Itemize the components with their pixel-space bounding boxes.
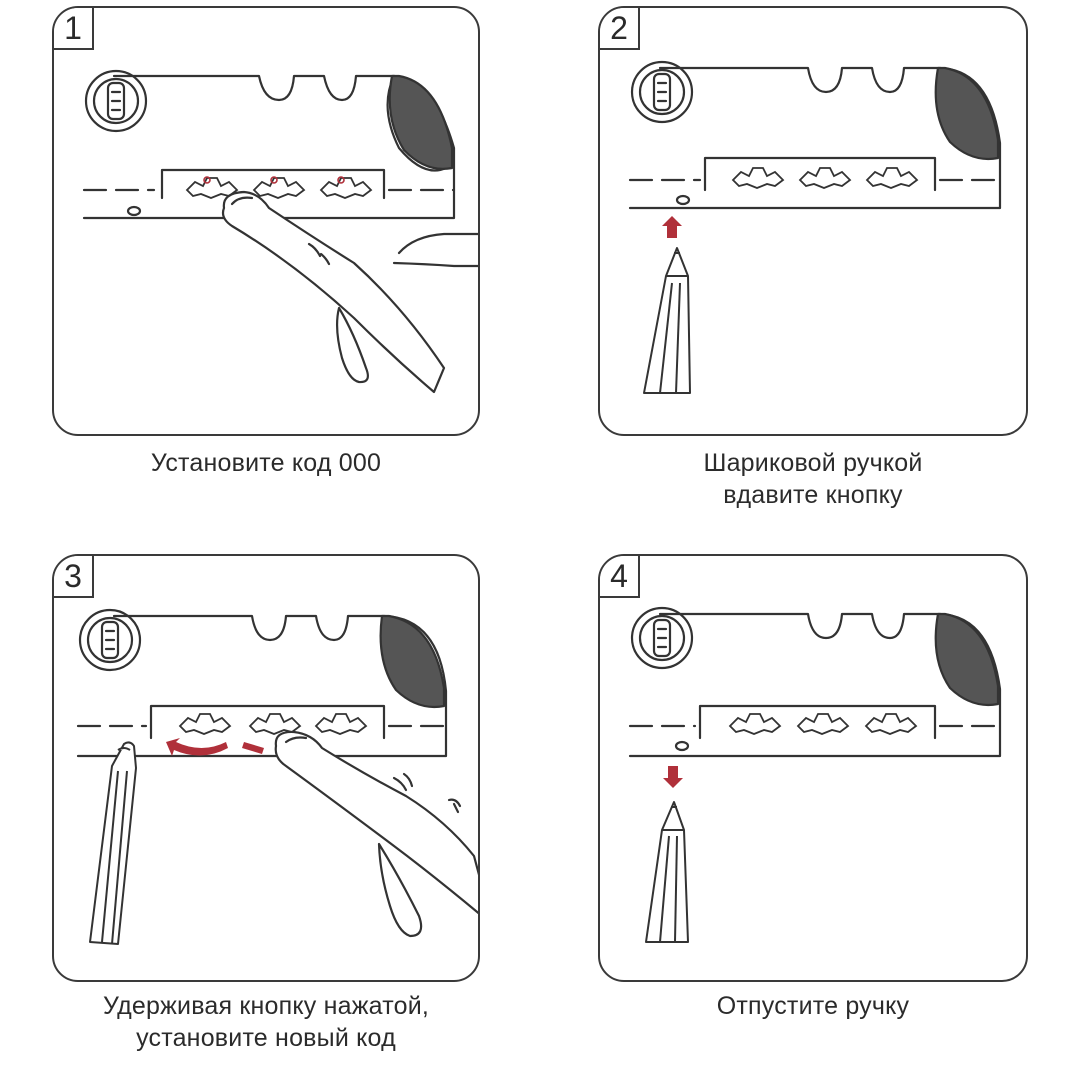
- step-panel: 1: [52, 6, 480, 436]
- step-caption: Отпустите ручку: [598, 990, 1028, 1022]
- hand: [221, 190, 478, 394]
- dial-wheels: [185, 177, 373, 199]
- caption-line: Отпустите ручку: [716, 992, 910, 1020]
- lock-body: [82, 69, 456, 220]
- caption-line: установите новый код: [136, 1024, 396, 1052]
- lock-body: [76, 608, 448, 758]
- caption-line: вдавите кнопку: [723, 481, 903, 509]
- pen: [89, 741, 137, 945]
- step-panel: 4: [598, 554, 1028, 982]
- up-arrow: [662, 216, 682, 238]
- dial-wheels: [178, 713, 368, 735]
- step-illustration: [628, 60, 1002, 394]
- lock-body: [628, 606, 1002, 758]
- step-number: 1: [54, 8, 94, 50]
- rotate-arrows: [166, 738, 264, 756]
- step-caption: Установите код 000: [52, 447, 480, 479]
- pen: [645, 801, 689, 943]
- caption-line: Удерживая кнопку нажатой,: [102, 992, 430, 1020]
- step-number: 3: [54, 556, 94, 598]
- step-caption: Удерживая кнопку нажатой, установите нов…: [52, 990, 480, 1054]
- step-illustration: [76, 608, 478, 945]
- lock-body: [628, 60, 1002, 210]
- caption-line: Шариковой ручкой: [703, 449, 923, 477]
- caption-line: Установите код 000: [150, 449, 382, 477]
- dial-wheels: [728, 713, 918, 735]
- zero-marks: [203, 176, 345, 184]
- down-arrow: [663, 766, 683, 788]
- step-illustration: [628, 606, 1002, 943]
- step-number: 4: [600, 556, 640, 598]
- pen: [643, 247, 691, 394]
- step-panel: 2: [598, 6, 1028, 436]
- hand: [274, 730, 478, 938]
- dial-wheels: [731, 167, 919, 189]
- step-caption: Шариковой ручкой вдавите кнопку: [598, 447, 1028, 511]
- step-number: 2: [600, 8, 640, 50]
- step-panel: 3: [52, 554, 480, 982]
- step-illustration: [82, 69, 478, 394]
